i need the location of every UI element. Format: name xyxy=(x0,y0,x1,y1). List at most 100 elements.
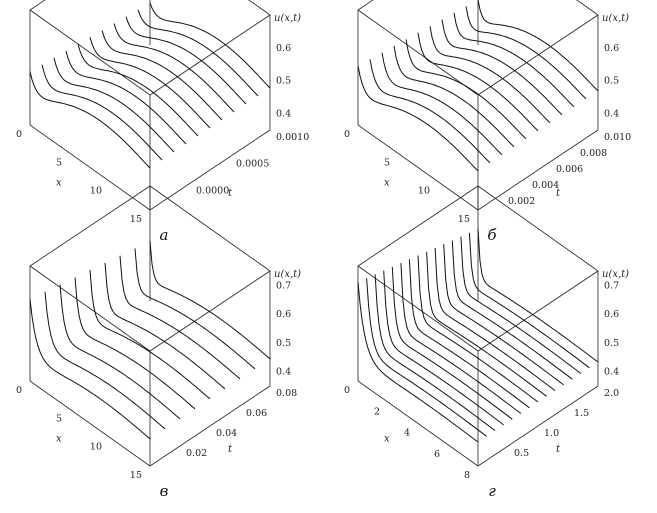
surface-curve xyxy=(104,262,226,390)
z-axis-label: u(x,t) xyxy=(274,13,301,24)
surface-curve xyxy=(451,240,573,380)
z-axis-label: u(x,t) xyxy=(602,13,629,24)
panel-label: а xyxy=(160,226,169,244)
x-tick-label: 0 xyxy=(344,385,350,396)
z-tick-label: 0.6 xyxy=(276,309,291,320)
surface-curve xyxy=(408,259,530,409)
surface-curve xyxy=(417,32,539,132)
surface-curve xyxy=(383,270,504,426)
x-tick-label: 5 xyxy=(56,157,62,168)
panel-label: в xyxy=(160,482,169,500)
z-axis-label: u(x,t) xyxy=(274,269,301,280)
surface-curve xyxy=(453,12,575,108)
surface-curve xyxy=(381,52,503,156)
x-axis-label: x xyxy=(56,177,62,188)
t-axis-label: t xyxy=(228,444,233,455)
z-tick-label: 0.4 xyxy=(276,109,291,120)
z-tick-label: 0.5 xyxy=(604,76,619,87)
t-tick-label: 0.0005 xyxy=(236,159,269,170)
surface-curve xyxy=(89,270,211,400)
x-tick-label: 4 xyxy=(404,428,410,439)
z-tick-label: 0.4 xyxy=(276,367,291,378)
surface-curve xyxy=(44,291,166,430)
t-tick-label: 1.0 xyxy=(544,428,559,439)
t-tick-label: 0.0000 xyxy=(196,185,229,196)
z-tick-label: 0.6 xyxy=(276,43,291,54)
box-edge xyxy=(357,0,374,11)
t-tick-label: 0.002 xyxy=(508,196,535,207)
x-tick-label: 8 xyxy=(464,470,470,481)
surface-curve xyxy=(477,0,599,92)
box-edge xyxy=(149,14,271,96)
box-edge xyxy=(357,9,479,96)
surface-curve xyxy=(137,9,259,97)
z-tick-label: 0.5 xyxy=(604,338,619,349)
panel-a-svg: 051015x0.00000.00050.0010t0.40.50.6u(x,t… xyxy=(16,0,309,244)
surface-curve xyxy=(29,71,151,169)
x-axis-label: x xyxy=(384,433,390,444)
x-tick-label: 5 xyxy=(384,157,390,168)
surface-curve xyxy=(434,247,556,391)
surface-curve xyxy=(369,59,491,164)
surface-curve xyxy=(357,281,479,443)
surface-curve xyxy=(400,263,522,414)
surface-curve xyxy=(366,278,487,437)
box-edge xyxy=(29,265,151,352)
t-tick-label: 0.010 xyxy=(604,132,631,143)
x-tick-label: 0 xyxy=(344,129,350,140)
t-axis-label: t xyxy=(556,444,561,455)
panel-c-svg: 051015x0.020.040.060.08t0.40.50.60.7u(x,… xyxy=(16,185,301,500)
surface-curve xyxy=(89,37,211,129)
panel-label: б xyxy=(487,226,497,244)
surface-curve xyxy=(426,251,547,397)
surface-curve xyxy=(77,43,199,137)
box-edge xyxy=(357,380,479,467)
x-axis-label: x xyxy=(384,177,390,188)
surface-curve xyxy=(477,229,599,363)
x-tick-label: 15 xyxy=(458,214,470,225)
t-tick-label: 0.08 xyxy=(276,388,297,399)
t-tick-label: 0.006 xyxy=(556,164,583,175)
box-edge xyxy=(576,0,599,16)
surface-curve xyxy=(441,19,563,116)
surface-curve xyxy=(119,255,241,380)
box-edge xyxy=(357,124,479,211)
surface-curve xyxy=(149,241,271,360)
t-tick-label: 0.0010 xyxy=(276,132,309,143)
z-tick-label: 0.6 xyxy=(604,309,619,320)
z-tick-label: 0.6 xyxy=(604,43,619,54)
surface-curve xyxy=(125,16,247,105)
surface-curve xyxy=(74,277,196,410)
panel-label: г xyxy=(488,482,496,500)
surface-curve xyxy=(465,6,587,100)
box-edge xyxy=(29,185,151,267)
box-edge xyxy=(477,14,599,96)
t-tick-label: 0.004 xyxy=(532,180,559,191)
surface-curve xyxy=(113,23,235,113)
surface-curve xyxy=(374,274,496,431)
box-edge xyxy=(477,270,599,352)
x-tick-label: 10 xyxy=(418,186,430,197)
z-tick-label: 0.5 xyxy=(276,76,291,87)
box-edge xyxy=(477,185,599,272)
x-axis-label: x xyxy=(56,433,62,444)
surface-curve xyxy=(65,50,187,145)
t-axis-label: t xyxy=(228,188,233,199)
surface-curve xyxy=(53,57,175,153)
z-tick-label: 0.5 xyxy=(276,338,291,349)
x-tick-label: 6 xyxy=(434,449,440,460)
surface-curve xyxy=(134,248,256,370)
box-edge xyxy=(248,0,271,16)
t-tick-label: 0.04 xyxy=(216,428,237,439)
box-edge xyxy=(29,124,151,211)
t-tick-label: 0.02 xyxy=(186,448,207,459)
box-edge xyxy=(29,9,151,96)
t-tick-label: 0.008 xyxy=(580,148,607,159)
box-edge xyxy=(357,185,479,267)
